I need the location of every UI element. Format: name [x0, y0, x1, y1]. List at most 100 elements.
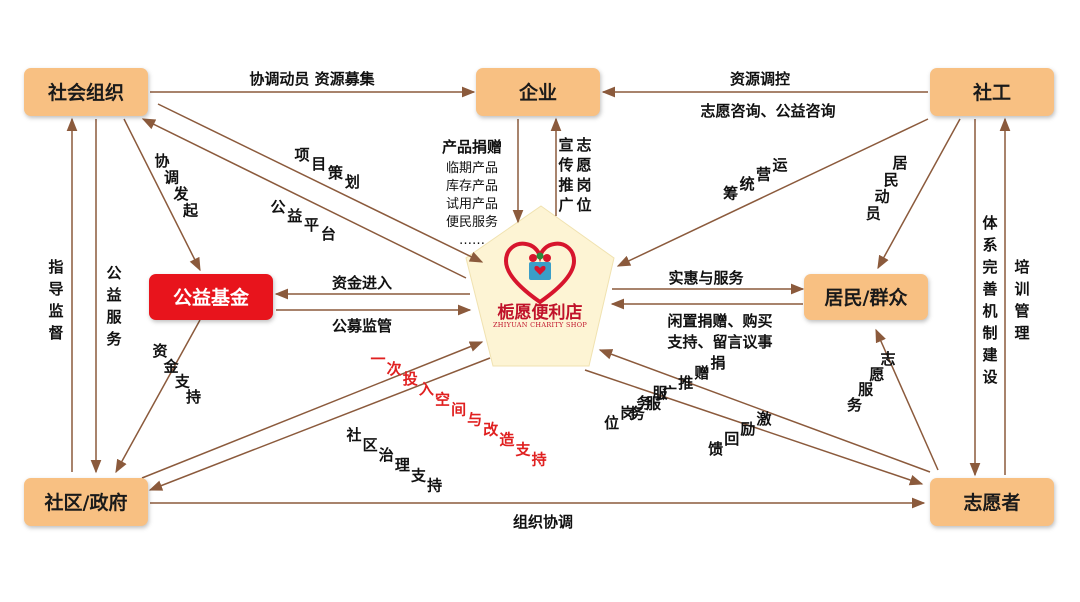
arrow-org-to-fund: [123, 118, 201, 272]
svg-text:支: 支: [515, 441, 532, 459]
svg-text:回: 回: [724, 430, 739, 448]
arrow-worker-to-shop: [616, 118, 929, 267]
node-community: 社区/政府: [24, 478, 148, 526]
svg-text:起: 起: [182, 201, 199, 219]
svg-text:发: 发: [172, 185, 189, 203]
svg-text:支: 支: [410, 466, 427, 484]
donation-item: ……: [459, 233, 485, 248]
svg-text:推: 推: [678, 374, 693, 392]
svg-text:激: 激: [756, 410, 772, 428]
svg-text:持: 持: [186, 388, 201, 406]
svg-text:服: 服: [652, 384, 668, 402]
svg-text:划: 划: [345, 173, 360, 191]
svg-text:广: 广: [662, 384, 677, 402]
label-community-to-volunteers: 组织协调: [513, 513, 573, 531]
node-social-worker: 社工: [930, 68, 1054, 116]
node-fund-label: 公益基金: [173, 286, 250, 309]
svg-text:员: 员: [866, 204, 881, 222]
svg-text:完: 完: [982, 258, 997, 276]
svg-text:治: 治: [379, 446, 394, 464]
svg-text:捐: 捐: [710, 354, 725, 372]
svg-text:社: 社: [345, 426, 361, 444]
svg-text:投: 投: [403, 370, 418, 388]
label-worker-to-enterprise-2: 志愿咨询、公益咨询: [700, 102, 835, 120]
arrow-community-to-shop: [141, 341, 484, 479]
center-shop-name: 栀愿便利店: [498, 302, 583, 323]
svg-text:建: 建: [982, 346, 998, 364]
svg-text:愿: 愿: [576, 156, 591, 174]
node-enterprise: 企业: [476, 68, 600, 116]
svg-text:监: 监: [48, 302, 63, 320]
svg-text:励: 励: [740, 420, 755, 438]
svg-text:持: 持: [427, 476, 442, 494]
svg-text:服: 服: [106, 308, 122, 326]
svg-text:位: 位: [604, 414, 619, 432]
svg-text:策: 策: [327, 164, 344, 182]
svg-text:岗: 岗: [620, 404, 635, 422]
vertical-labels: 指导监督公益服务体系完善机制建设培训管理宣志传愿推岗广位协调发起项目策划公益平台…: [48, 136, 1029, 494]
svg-text:理: 理: [395, 456, 410, 474]
svg-text:务: 务: [630, 404, 646, 422]
svg-text:广: 广: [558, 196, 573, 214]
svg-text:区: 区: [363, 436, 378, 454]
label-shop-org-2: 公益平台: [270, 198, 335, 243]
node-residents-label: 居民/群众: [825, 286, 908, 309]
svg-text:筹: 筹: [723, 185, 738, 203]
node-volunteers: 志愿者: [930, 478, 1054, 526]
donation-item: 试用产品: [446, 197, 498, 212]
svg-text:制: 制: [982, 324, 997, 342]
donation-item: 库存产品: [446, 178, 498, 194]
node-residents: 居民/群众: [804, 274, 928, 320]
svg-text:志: 志: [880, 350, 895, 368]
label-shop-to-enterprise: 宣志传愿推岗广位: [557, 136, 591, 214]
svg-text:居: 居: [892, 154, 907, 172]
node-social-worker-label: 社工: [972, 81, 1011, 104]
svg-text:务: 务: [636, 394, 652, 412]
label-residents-to-shop-2: 支持、留言议事: [666, 333, 772, 351]
svg-text:推: 推: [558, 176, 573, 194]
svg-text:改: 改: [483, 420, 499, 438]
arrow-worker-to-residents: [877, 118, 961, 270]
svg-text:服: 服: [646, 394, 662, 412]
svg-text:岗: 岗: [576, 176, 591, 194]
svg-text:项: 项: [294, 146, 309, 164]
donation-item: 临期产品: [446, 161, 498, 176]
svg-text:持: 持: [532, 451, 547, 469]
node-volunteers-label: 志愿者: [963, 491, 1020, 514]
svg-text:公: 公: [270, 198, 285, 216]
svg-text:民: 民: [884, 171, 899, 189]
label-residents-to-shop: 闲置捐赠、购买: [667, 312, 772, 330]
svg-text:次: 次: [387, 360, 402, 378]
heart-family-icon: [503, 241, 577, 305]
label-org-to-enterprise: 协调动员 资源募集: [249, 70, 375, 88]
svg-text:资: 资: [152, 342, 167, 360]
svg-text:一: 一: [370, 350, 385, 368]
arrow-shop-to-volunteers: [584, 369, 924, 486]
node-enterprise-label: 企业: [518, 81, 557, 104]
svg-text:调: 调: [164, 168, 179, 186]
svg-text:指: 指: [48, 258, 63, 276]
svg-text:位: 位: [576, 196, 591, 214]
label-shop-to-fund: 资金进入: [332, 274, 392, 292]
svg-text:与: 与: [467, 410, 482, 428]
svg-text:赠: 赠: [694, 364, 709, 382]
svg-text:宣: 宣: [558, 136, 573, 154]
donation-item: 便民服务: [446, 214, 498, 230]
svg-text:理: 理: [1014, 324, 1029, 342]
svg-text:系: 系: [982, 236, 997, 254]
arrow-volunteers-to-shop: [598, 349, 931, 473]
label-fund-to-shop: 公募监管: [332, 317, 392, 335]
svg-text:培: 培: [1014, 258, 1029, 276]
svg-text:动: 动: [875, 188, 890, 206]
